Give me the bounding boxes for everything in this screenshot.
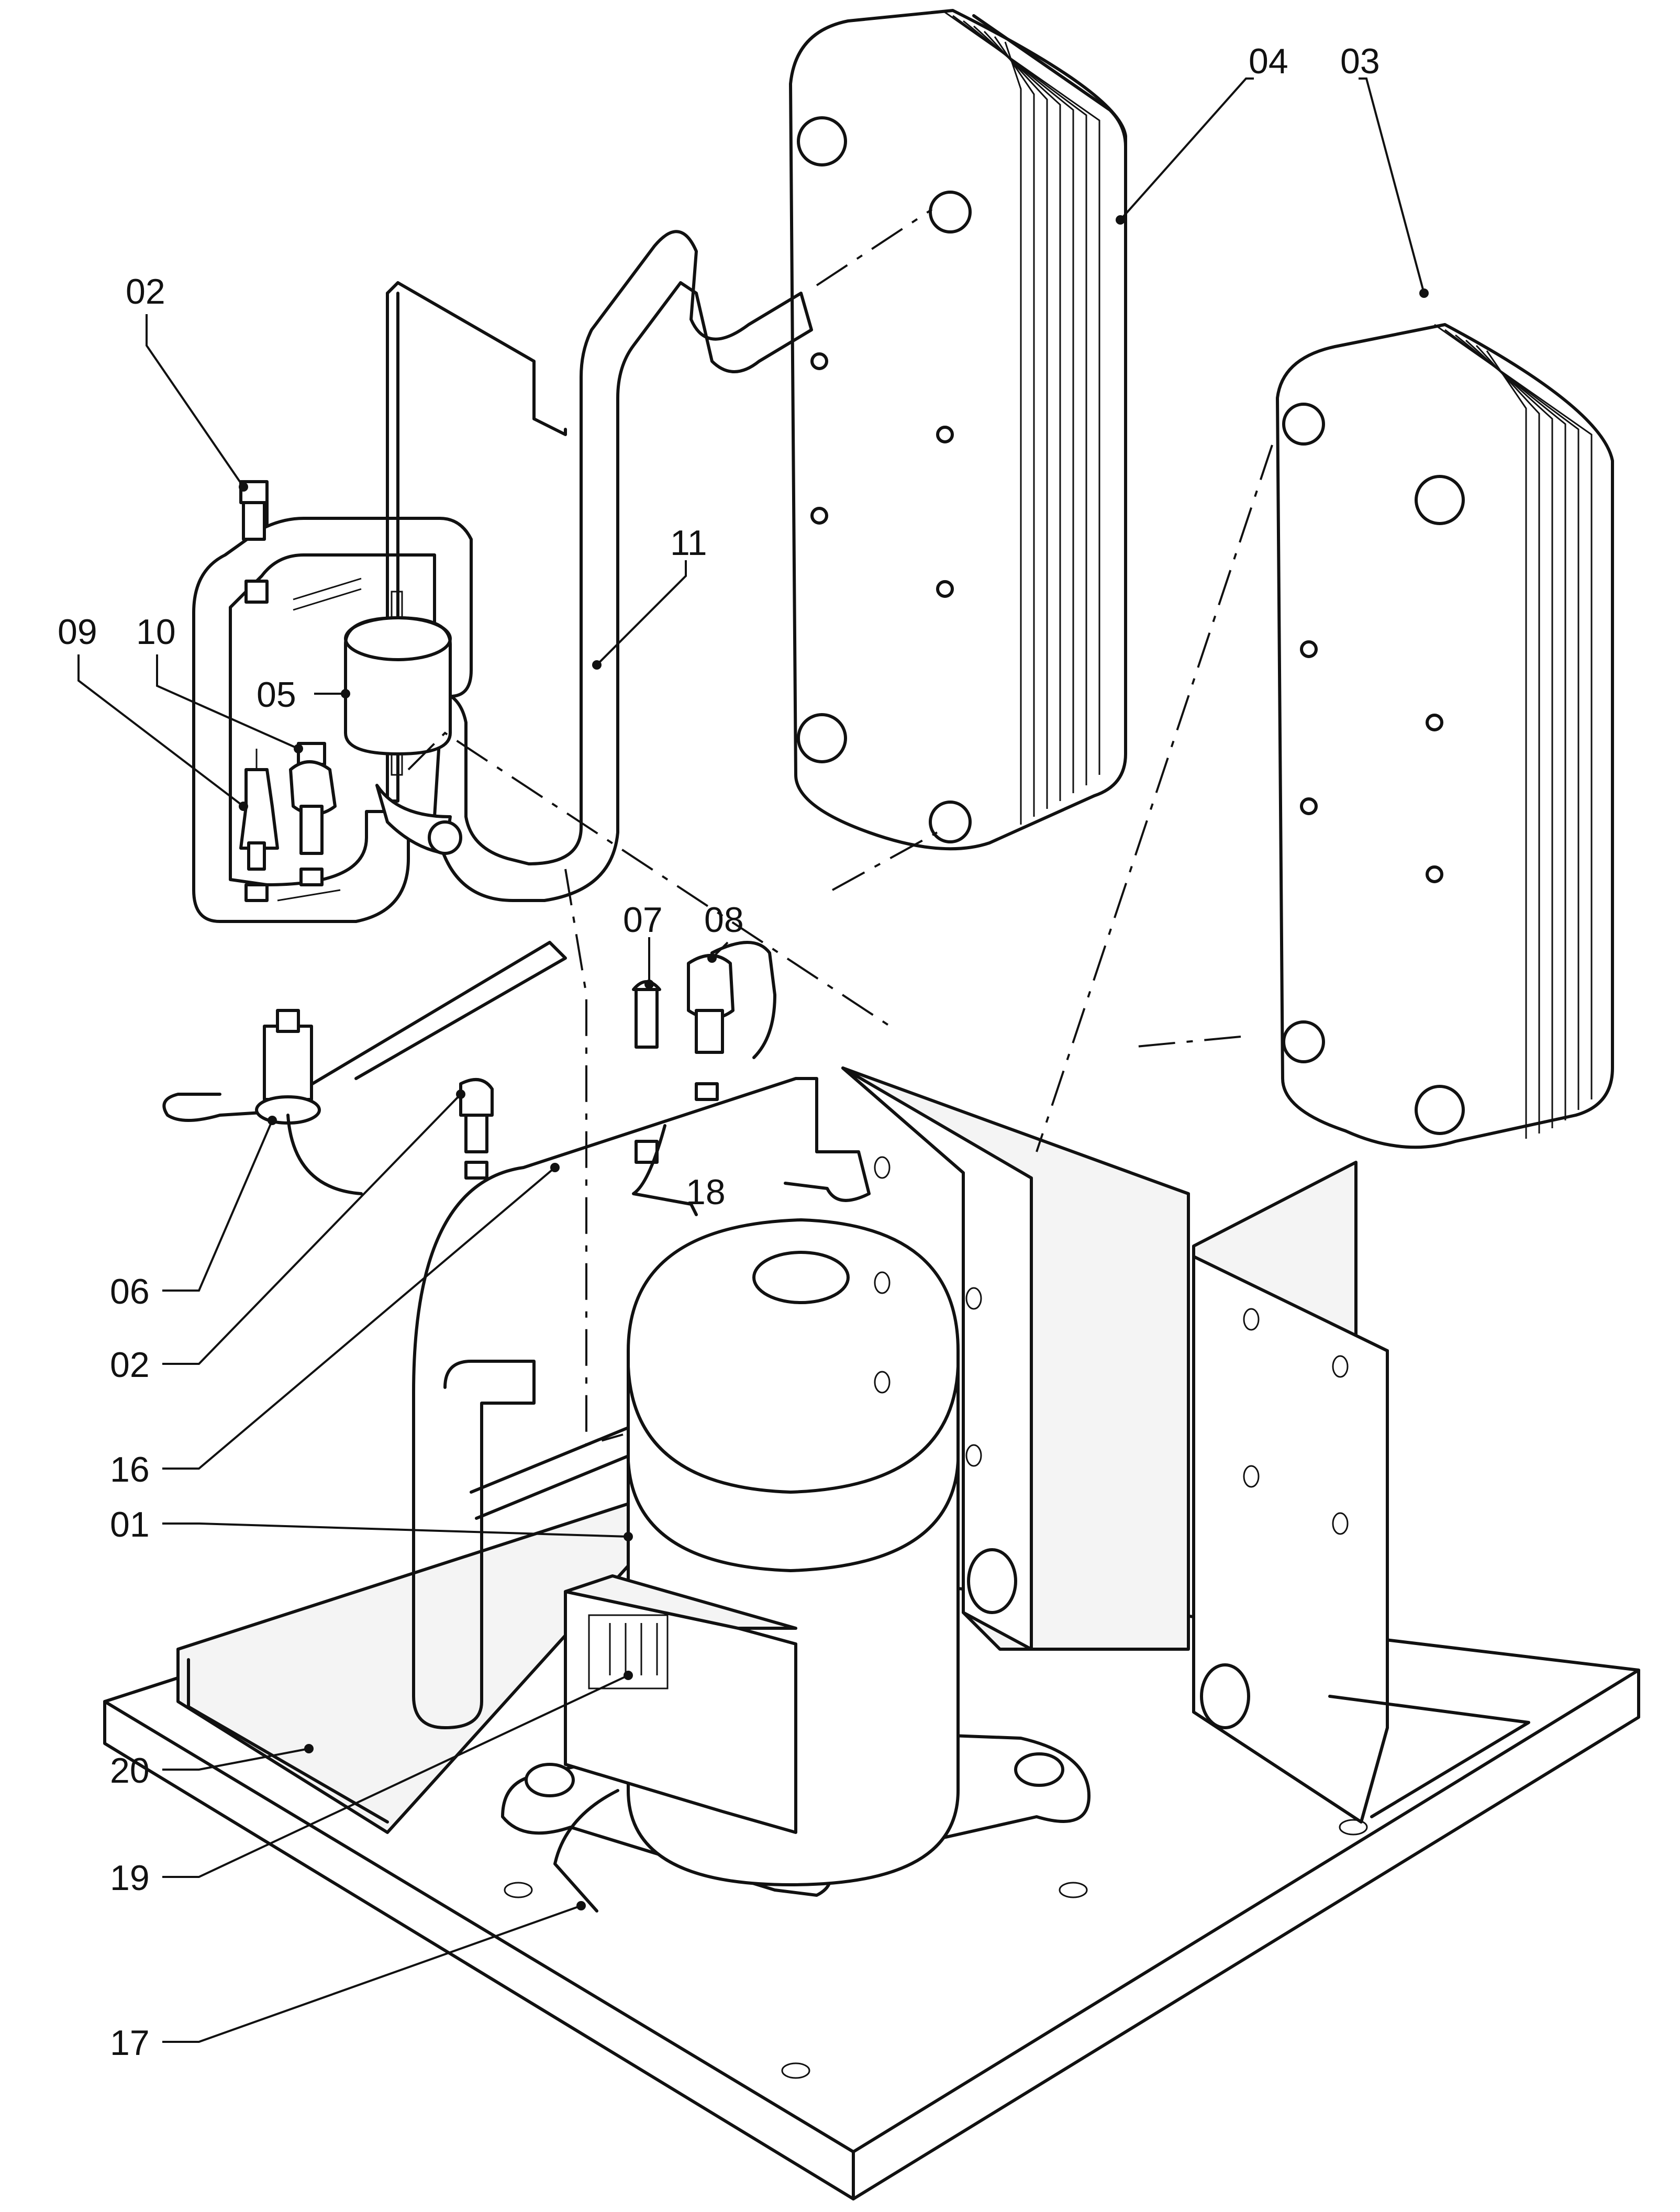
suction-pipe bbox=[412, 1077, 871, 1729]
heat-exchanger-03 bbox=[1276, 323, 1614, 1149]
callout-08: 08 bbox=[704, 900, 744, 940]
filter-loop bbox=[192, 517, 473, 923]
callout-20: 20 bbox=[110, 1751, 150, 1791]
callout-17: 17 bbox=[110, 2023, 150, 2063]
callout-05: 05 bbox=[257, 675, 296, 715]
leaders bbox=[77, 77, 1429, 2043]
filter-drier bbox=[344, 591, 452, 776]
callout-18: 18 bbox=[686, 1172, 726, 1212]
schrader-valve-bottom bbox=[459, 1078, 494, 1180]
callout-04: 04 bbox=[1249, 41, 1288, 81]
pressure-switch-07 bbox=[632, 980, 661, 1164]
callout-03: 03 bbox=[1340, 41, 1380, 81]
sensor-wire-17 bbox=[553, 1789, 619, 1913]
compressor bbox=[501, 1218, 1091, 1897]
callout-labels: 04 03 02 11 09 10 05 07 08 18 06 02 16 0… bbox=[58, 41, 1380, 2063]
callout-09: 09 bbox=[58, 612, 97, 652]
mounting-bracket-right bbox=[1192, 1161, 1530, 1824]
expansion-valve bbox=[162, 941, 567, 1195]
heat-exchanger-04 bbox=[789, 9, 1127, 851]
pressure-switch-10 bbox=[289, 742, 337, 886]
sensor-wire-18 bbox=[632, 1124, 698, 1216]
callout-07: 07 bbox=[623, 900, 663, 940]
callout-02-bottom: 02 bbox=[110, 1345, 150, 1385]
mounting-bracket-center bbox=[841, 1066, 1190, 1651]
callout-06: 06 bbox=[110, 1272, 150, 1311]
callout-10: 10 bbox=[136, 612, 176, 652]
callout-19: 19 bbox=[110, 1858, 150, 1898]
liquid-line bbox=[386, 281, 567, 436]
discharge-pipe bbox=[396, 230, 813, 902]
callout-16: 16 bbox=[110, 1450, 150, 1490]
callout-02-top: 02 bbox=[126, 272, 165, 312]
callout-01: 01 bbox=[110, 1505, 150, 1544]
pressure-switch-08 bbox=[687, 941, 776, 1101]
assembly-guides bbox=[407, 208, 1273, 1447]
callout-11: 11 bbox=[670, 523, 707, 563]
pressure-switch-09 bbox=[239, 749, 279, 902]
drip-tray bbox=[176, 1485, 682, 1834]
